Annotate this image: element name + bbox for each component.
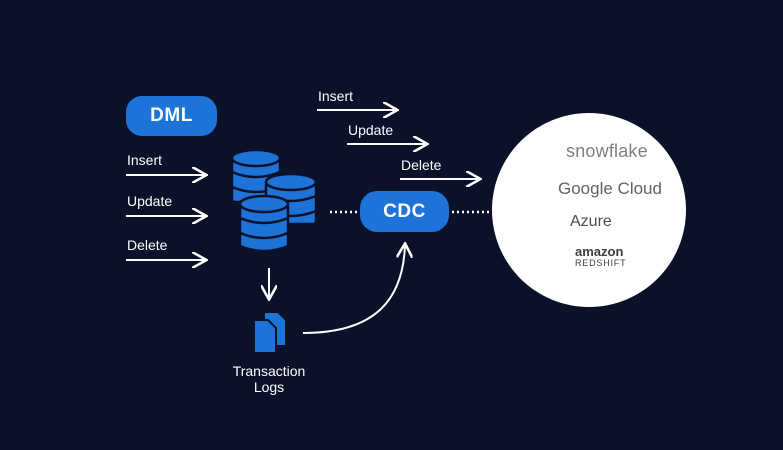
snowflake-logo: snowflake (566, 141, 648, 162)
right-insert-label: Insert (318, 88, 354, 104)
transaction-logs-label: Transaction Logs (214, 363, 324, 395)
right-delete-label: Delete (401, 157, 442, 173)
dml-badge: DML (126, 96, 217, 136)
google-cloud-logo: Google Cloud (558, 179, 662, 199)
amazon-redshift-logo: amazon REDSHIFT (575, 245, 626, 268)
azure-text: Azure (570, 213, 612, 230)
left-insert-label: Insert (127, 152, 163, 168)
transaction-logs-line1: Transaction (232, 363, 306, 379)
snowflake-text: snowflake (566, 141, 648, 161)
database-icon (230, 148, 318, 253)
transaction-logs-line2: Logs (253, 379, 285, 395)
google-cloud-text: Google Cloud (558, 179, 662, 198)
left-update-label: Update (127, 193, 173, 209)
amazon-text: amazon (575, 244, 624, 259)
azure-logo: Azure (570, 213, 612, 231)
redshift-text: REDSHIFT (575, 258, 627, 268)
logs-to-cdc-arrow (302, 245, 405, 334)
left-delete-label: Delete (127, 237, 168, 253)
destinations-circle (492, 113, 686, 307)
documents-icon (253, 311, 287, 354)
cdc-badge: CDC (360, 191, 449, 232)
right-update-label: Update (348, 122, 394, 138)
